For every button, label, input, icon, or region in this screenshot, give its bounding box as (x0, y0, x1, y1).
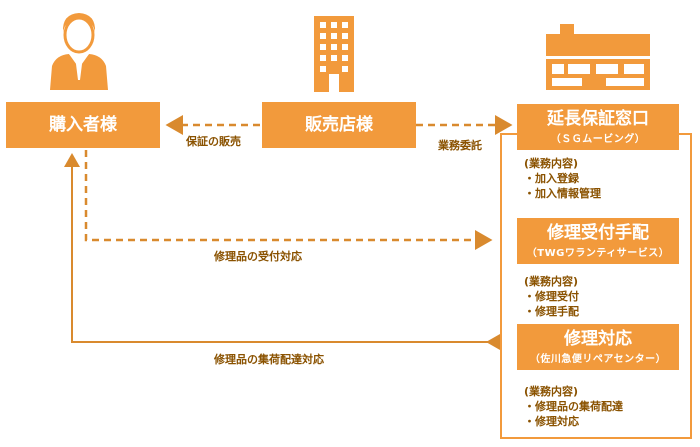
warranty-box: 延長保証窓口 （ＳＧムービング） (517, 104, 679, 150)
warranty-task-2: ・加入情報管理 (524, 187, 601, 200)
repair-service-label: 修理対応 (564, 329, 632, 349)
label-repair-reception: 修理品の受付対応 (214, 250, 302, 263)
repair-reception-task-2: ・修理手配 (524, 305, 579, 318)
warranty-tasks: (業務内容) ・加入登録 ・加入情報管理 (524, 156, 601, 201)
person-icon (48, 8, 110, 90)
warranty-tasks-title: (業務内容) (524, 157, 579, 170)
arrow-repair-reception (84, 150, 493, 250)
repair-service-task-1: ・修理品の集荷配達 (524, 400, 623, 413)
repair-service-box: 修理対応 （佐川急便リペアセンター） (517, 324, 679, 370)
arrow-repair-delivery (64, 153, 500, 350)
warranty-sub: （ＳＧムービング） (550, 134, 646, 145)
repair-reception-tasks-title: (業務内容) (524, 275, 579, 288)
repair-reception-label: 修理受付手配 (547, 223, 649, 243)
shop-box: 販売店様 (262, 102, 416, 148)
repair-service-task-2: ・修理対応 (524, 415, 579, 428)
repair-service-tasks-title: (業務内容) (524, 385, 579, 398)
repair-reception-tasks: (業務内容) ・修理受付 ・修理手配 (524, 274, 579, 319)
repair-reception-sub: （TWGワランティサービス） (526, 248, 670, 259)
buyer-box: 購入者様 (6, 102, 160, 148)
repair-reception-task-1: ・修理受付 (524, 290, 579, 303)
label-repair-delivery: 修理品の集荷配達対応 (214, 353, 324, 366)
shop-label: 販売店様 (305, 115, 373, 135)
label-warranty-sale: 保証の販売 (186, 135, 241, 148)
repair-reception-box: 修理受付手配 （TWGワランティサービス） (517, 218, 679, 264)
warranty-label: 延長保証窓口 (547, 109, 649, 129)
store-icon (546, 22, 650, 90)
repair-service-sub: （佐川急便リペアセンター） (529, 354, 667, 365)
buyer-label: 購入者様 (49, 115, 117, 135)
repair-service-tasks: (業務内容) ・修理品の集荷配達 ・修理対応 (524, 384, 623, 429)
warranty-task-1: ・加入登録 (524, 172, 579, 185)
label-outsourcing: 業務委託 (438, 139, 482, 152)
building-icon (310, 16, 358, 92)
